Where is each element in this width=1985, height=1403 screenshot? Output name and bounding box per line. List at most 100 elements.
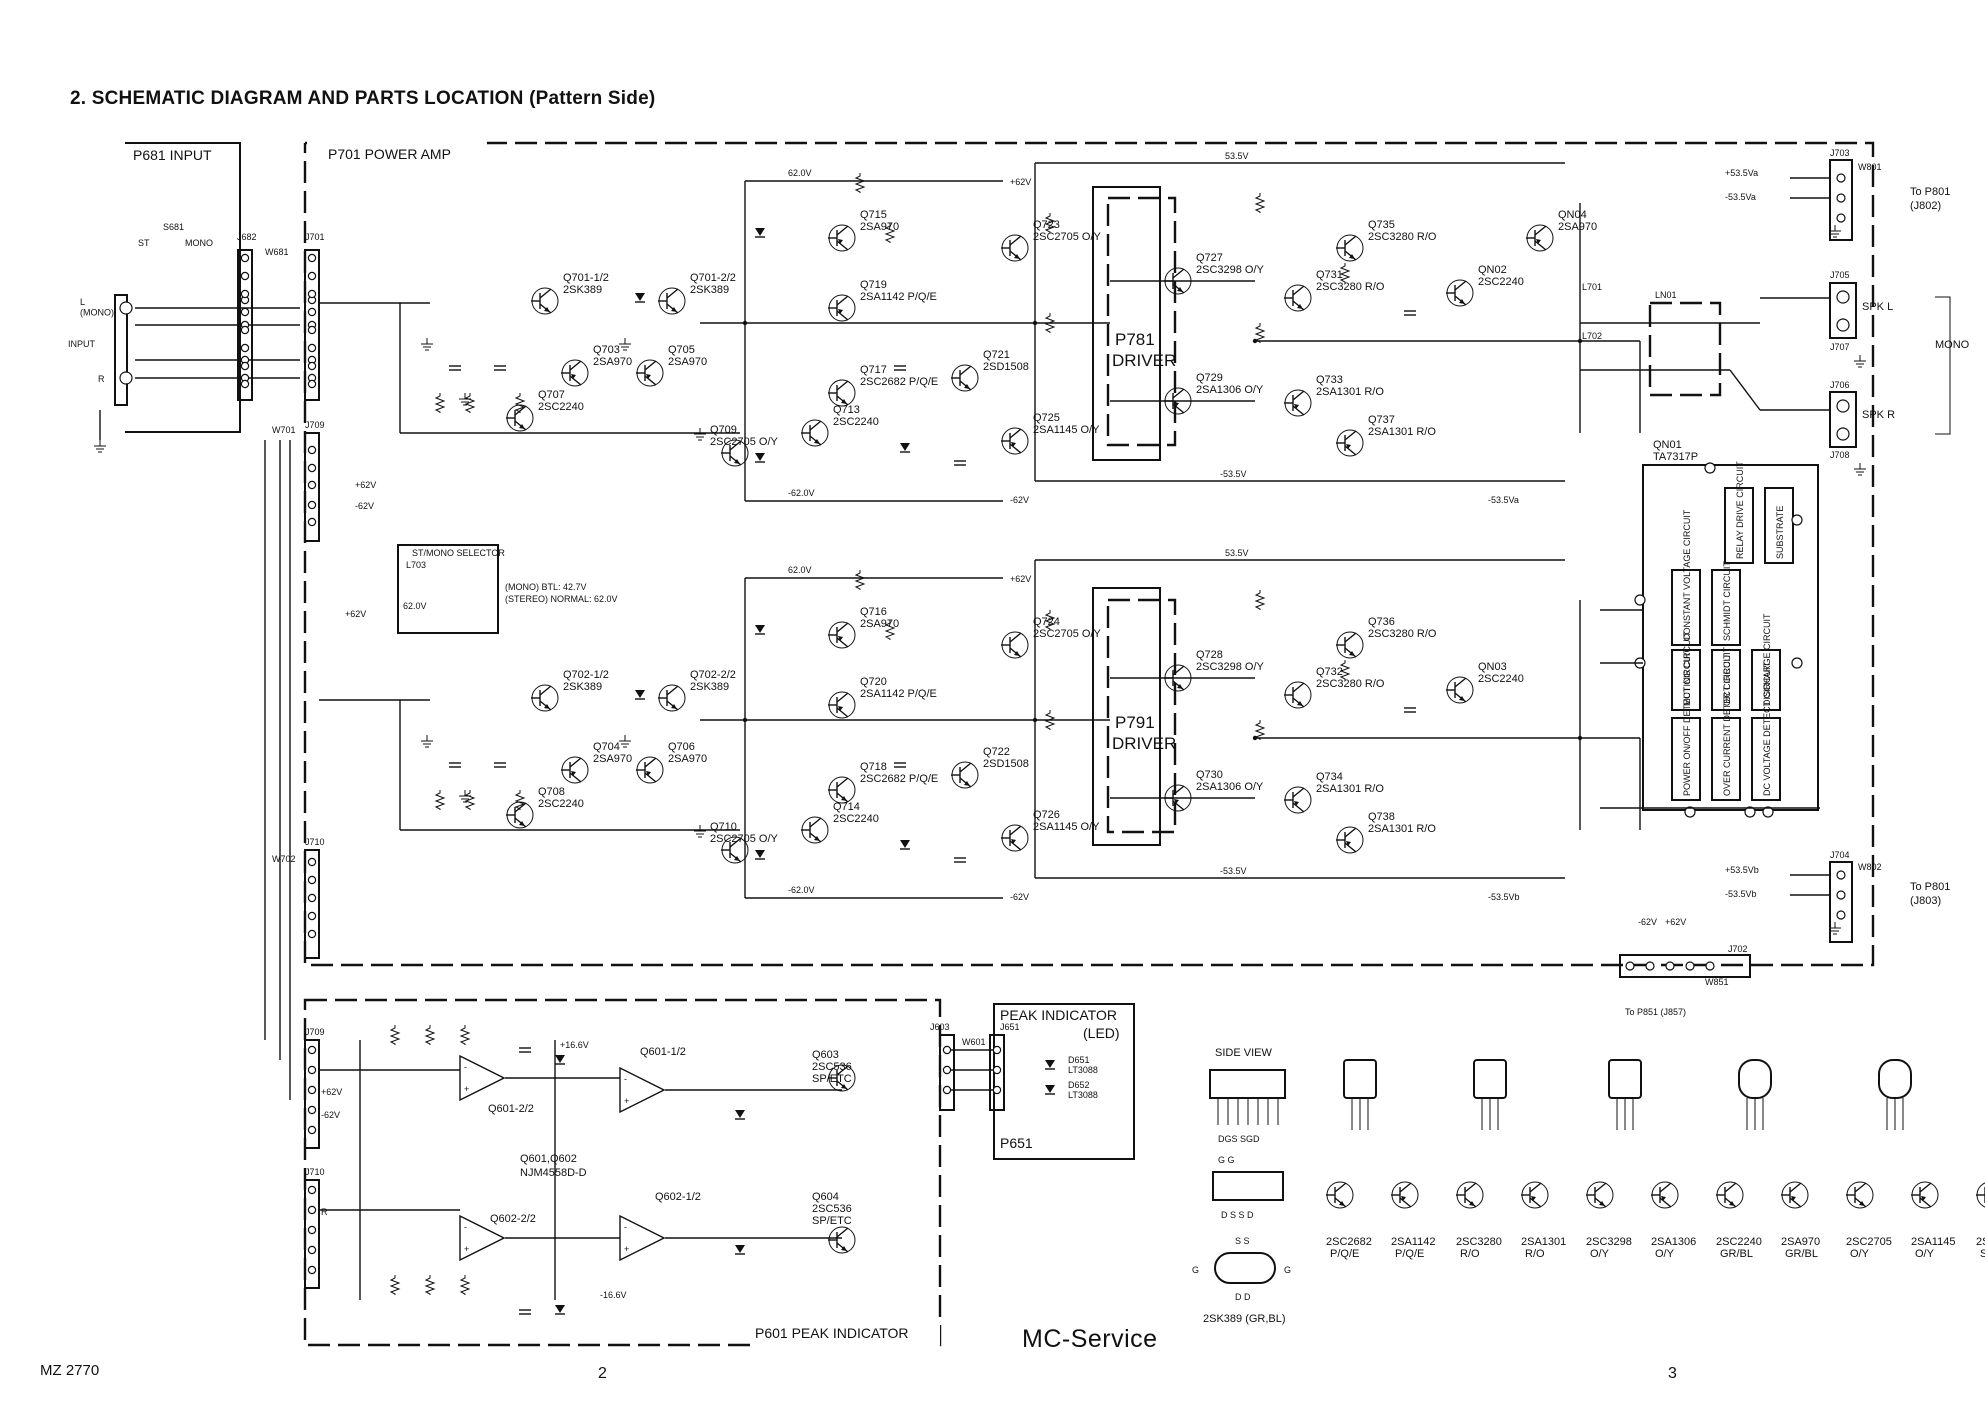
w601-label: W601 — [962, 1037, 986, 1047]
j703-connector — [1829, 159, 1853, 241]
j701-connector — [304, 249, 320, 401]
led-d651 — [1045, 1060, 1055, 1068]
j709-connector — [304, 432, 320, 542]
top-resistor — [1339, 263, 1351, 283]
side-view-title: SIDE VIEW — [1215, 1047, 1272, 1059]
j709b-connector — [304, 1039, 320, 1149]
connector-pin — [1762, 806, 1774, 818]
connector-pin — [1685, 961, 1695, 971]
connector-pin — [1665, 961, 1675, 971]
transistor-q710-collector — [729, 837, 742, 848]
connector-pin — [240, 289, 250, 299]
transistor-type: 2SC3280 R/O — [1368, 231, 1437, 243]
p791-driver: DRIVER — [1112, 734, 1176, 753]
connector-pin — [240, 253, 250, 263]
transistor-ref: Q715 — [860, 209, 887, 221]
bottom-rail-m62v: -62.0V — [788, 885, 815, 895]
bottom-resistor — [884, 620, 896, 640]
d651-type: LT3088 — [1068, 1065, 1098, 1075]
q604-grade: SP/ETC — [812, 1215, 852, 1227]
connector-pin — [1836, 890, 1846, 900]
w802-label: W802 — [1858, 862, 1882, 872]
p791-board — [1092, 587, 1161, 846]
transistor-q722-collector — [959, 762, 972, 773]
legend-transistor-2sa1301-arrow — [1531, 1196, 1536, 1201]
p681-label: P681 INPUT — [133, 147, 212, 163]
speaker-r-label: SPK R — [1862, 409, 1895, 421]
connector-pin — [307, 893, 317, 903]
transistor-q705-emitter — [644, 375, 657, 386]
opamp-q602-1-plus: + — [624, 1244, 629, 1254]
transistor-q728-collector — [1172, 665, 1185, 676]
transistor-q604-arrow — [841, 1246, 847, 1251]
q604-type: 2SC536 — [812, 1203, 852, 1215]
transistor-q726-emitter — [1009, 840, 1022, 851]
j705-label: J705 — [1830, 270, 1850, 280]
connector-pin — [307, 379, 317, 389]
j702-connector — [1619, 954, 1751, 978]
p781-board — [1092, 186, 1161, 461]
transistor-qn02-arrow — [1459, 299, 1465, 304]
connector-pin — [307, 445, 317, 455]
package-outline-3 — [1608, 1059, 1642, 1099]
transistor-ref: Q733 — [1316, 374, 1343, 386]
opamp-q601-2-minus: - — [464, 1062, 467, 1072]
bottom-diode — [755, 850, 765, 858]
j710b-label: J710 — [305, 1167, 325, 1177]
transistor-q714-arrow — [814, 836, 820, 841]
legend-transistor-2sa970-collector — [1789, 1182, 1802, 1193]
connector-pin — [307, 480, 317, 490]
connector-pin — [307, 1085, 317, 1095]
transistor-q725-collector — [1009, 428, 1022, 439]
top-rail-m62v: -62.0V — [788, 488, 815, 498]
input-label: INPUT — [68, 339, 96, 349]
protection-block-label: OR CIRCUIT — [1722, 653, 1732, 706]
legend-transistor-2sc3298-arrow — [1599, 1201, 1605, 1206]
connector-pin — [307, 1185, 317, 1195]
j702-label: J702 — [1728, 944, 1748, 954]
transistor-q727-collector — [1172, 268, 1185, 279]
transistor-q719-arrow — [838, 309, 843, 314]
connector-pin — [1645, 961, 1655, 971]
fet-pins-bottom: D S S D — [1221, 1210, 1254, 1220]
page-title: 2. SCHEMATIC DIAGRAM AND PARTS LOCATION … — [70, 88, 656, 109]
fet-symbol-body — [1214, 1252, 1276, 1284]
transistor-type: 2SC2705 O/Y — [1033, 231, 1102, 243]
connector-pin — [307, 343, 317, 353]
peak-resistor — [424, 1275, 436, 1295]
transistor-q703-arrow — [571, 374, 576, 379]
to-p801-j802-ref: (J802) — [1910, 200, 1941, 212]
opamp-q601-1 — [619, 1066, 666, 1114]
protection-block-label: MUTING CIRCUIT — [1682, 631, 1692, 706]
connector-pin — [1836, 173, 1846, 183]
transistor-q733-collector — [1292, 390, 1305, 401]
transistor-q726-arrow — [1011, 839, 1016, 844]
connector-pin — [119, 371, 133, 385]
transistor-q736-arrow — [1349, 651, 1355, 656]
transistor-type: 2SC2240 — [1478, 673, 1524, 685]
transistor-q716-emitter — [836, 637, 849, 648]
legend-transistor-2sc3280-collector — [1464, 1182, 1477, 1193]
transistor-type: 2SC2682 P/Q/E — [860, 376, 938, 388]
j702-m62v: -62V — [1638, 917, 1657, 927]
j681-jack — [114, 294, 128, 406]
transistor-q705-arrow — [646, 374, 651, 379]
transistor-ref: Q727 — [1196, 252, 1223, 264]
transistor-q709-collector — [729, 440, 742, 451]
peak-diode — [735, 1245, 745, 1253]
transistor-q731-collector — [1292, 285, 1305, 296]
junction-dot — [1032, 717, 1038, 723]
protection-block — [1751, 717, 1781, 801]
j701-label: J701 — [305, 232, 325, 242]
connector-pin — [992, 1045, 1002, 1055]
opamp-q602-2 — [459, 1214, 506, 1262]
connector-pin — [307, 361, 317, 371]
top-diode — [900, 443, 910, 451]
transistor-ref: Q731 — [1316, 269, 1343, 281]
rail-m62v-1: -62V — [355, 501, 374, 511]
model-code: MZ 2770 — [40, 1362, 100, 1379]
legend-transistor-2sc3280-arrow — [1469, 1201, 1475, 1206]
bottom-m62v: -62V — [1010, 892, 1029, 902]
connector-pin — [307, 500, 317, 510]
